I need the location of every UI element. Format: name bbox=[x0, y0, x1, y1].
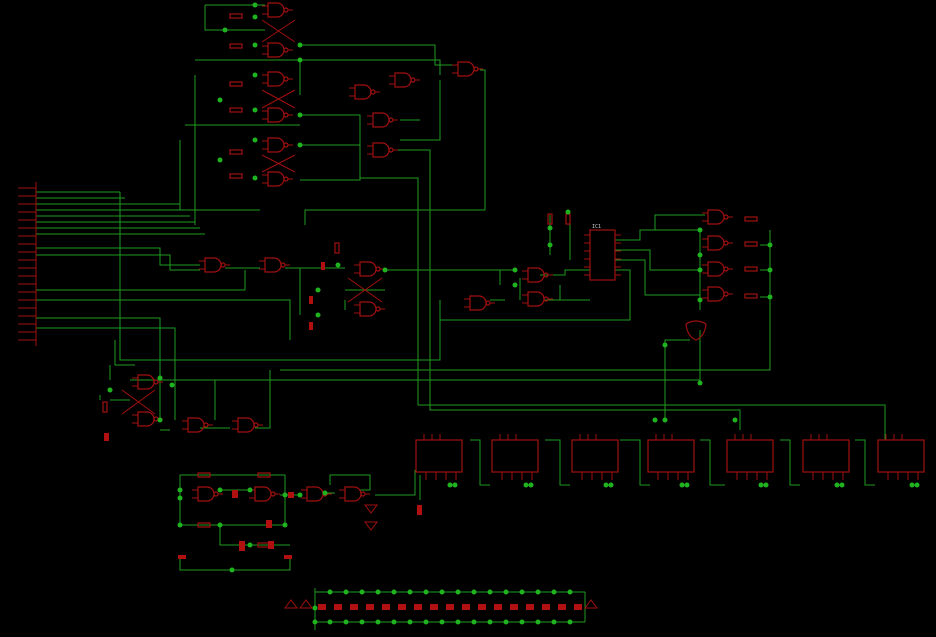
center-ic: IC1 bbox=[584, 224, 621, 281]
strip-junctions bbox=[312, 589, 573, 625]
passive-parts bbox=[102, 13, 758, 609]
wire-net bbox=[36, 4, 886, 630]
center-ic-label: IC1 bbox=[592, 224, 601, 230]
logic-gates bbox=[131, 2, 734, 502]
latch-crosslines bbox=[121, 19, 383, 415]
chip-row bbox=[415, 433, 925, 481]
left-connector bbox=[18, 182, 37, 346]
junction-dots bbox=[107, 2, 920, 573]
bottom-strip bbox=[318, 604, 582, 610]
